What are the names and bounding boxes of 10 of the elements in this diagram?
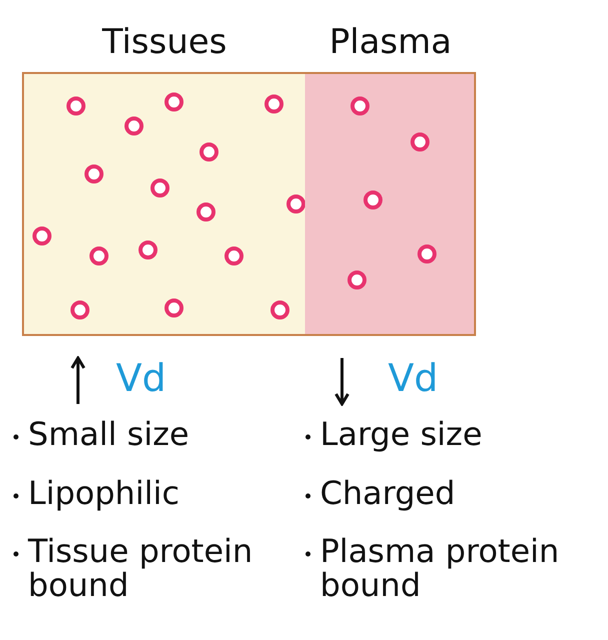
compartment-heading: Plasma: [328, 22, 453, 62]
property-text: Large size: [320, 417, 484, 451]
property-text: Lipophilic: [28, 476, 180, 510]
volume-label: Vd: [116, 356, 168, 400]
property-text: Tissue protein bound: [28, 534, 254, 602]
property-text: Small size: [28, 417, 190, 451]
property-text: Plasma protein bound: [320, 534, 560, 602]
volume-label: Vd: [388, 356, 440, 400]
property-text: Charged: [320, 476, 456, 510]
compartment-heading: Tissues: [101, 22, 228, 62]
